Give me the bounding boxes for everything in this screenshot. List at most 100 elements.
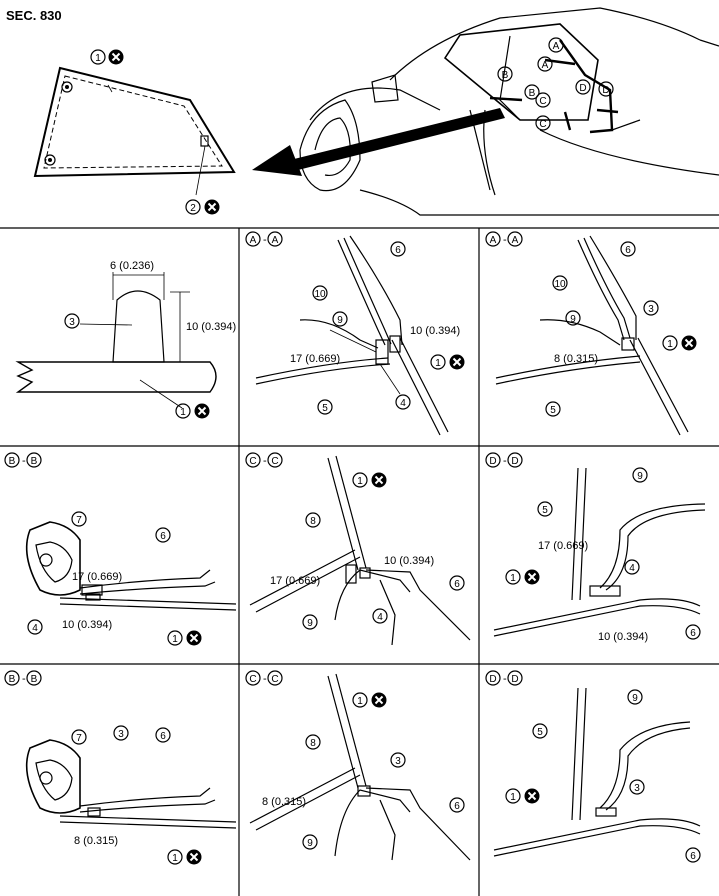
section-title: SEC. 830 — [6, 8, 62, 23]
svg-text:17 (0.669): 17 (0.669) — [538, 540, 588, 552]
svg-text:8 (0.315): 8 (0.315) — [554, 353, 598, 365]
svg-text:5: 5 — [542, 505, 548, 516]
svg-text:A: A — [553, 41, 560, 52]
svg-text:A: A — [512, 235, 519, 246]
svg-text:D: D — [511, 456, 518, 467]
svg-text:5: 5 — [550, 405, 556, 416]
x-circle-icon — [370, 471, 388, 489]
svg-text:B: B — [9, 674, 16, 685]
svg-text:9: 9 — [307, 618, 313, 629]
x-circle-icon — [523, 787, 541, 805]
svg-text:C: C — [271, 674, 278, 685]
car-illustration — [252, 7, 719, 216]
svg-text:10: 10 — [314, 289, 326, 300]
svg-text:6: 6 — [160, 731, 166, 742]
x-circle-icon — [107, 48, 125, 66]
svg-text:1: 1 — [510, 792, 516, 803]
svg-text:-: - — [263, 234, 267, 246]
panel-bb-1: B - B 17 (0.669) 10 (0.394) 7 6 4 1 — [4, 452, 237, 647]
svg-text:C: C — [539, 96, 546, 107]
svg-text:4: 4 — [629, 563, 635, 574]
svg-text:1: 1 — [180, 407, 186, 418]
svg-text:3: 3 — [648, 304, 654, 315]
panel-cc-1: C - C 10 (0.394) 17 (0.669) 1 8 6 4 9 — [245, 452, 471, 646]
svg-text:C: C — [249, 674, 256, 685]
svg-text:1: 1 — [435, 358, 441, 369]
svg-text:D: D — [602, 85, 609, 96]
quarter-glass-view — [33, 66, 236, 196]
svg-text:10: 10 — [554, 279, 566, 290]
svg-text:1: 1 — [667, 339, 673, 350]
svg-text:D: D — [489, 456, 496, 467]
svg-text:9: 9 — [570, 314, 576, 325]
svg-text:1: 1 — [510, 573, 516, 584]
panel-cc-2: C - C 8 (0.315) 1 8 3 6 9 — [245, 670, 471, 861]
x-circle-icon — [523, 568, 541, 586]
svg-text:6: 6 — [625, 245, 631, 256]
svg-text:D: D — [511, 674, 518, 685]
panel-grid — [0, 227, 719, 896]
part-callout-1-top: 1 — [90, 48, 125, 66]
svg-text:4: 4 — [377, 612, 383, 623]
panel-sealer-dims: 6 (0.236) 10 (0.394) 3 1 — [15, 260, 236, 420]
svg-text:17 (0.669): 17 (0.669) — [270, 575, 320, 587]
svg-text:8: 8 — [310, 738, 316, 749]
dim-10: 10 (0.394) — [186, 321, 236, 333]
svg-text:10 (0.394): 10 (0.394) — [384, 555, 434, 567]
svg-text:3: 3 — [634, 783, 640, 794]
svg-text:-: - — [22, 455, 26, 467]
svg-text:D: D — [579, 83, 586, 94]
svg-text:6: 6 — [454, 801, 460, 812]
x-circle-icon — [448, 353, 466, 371]
svg-text:10 (0.394): 10 (0.394) — [410, 325, 460, 337]
svg-text:C: C — [271, 456, 278, 467]
svg-text:6: 6 — [454, 579, 460, 590]
svg-text:B: B — [529, 88, 536, 99]
svg-text:1: 1 — [357, 476, 363, 487]
x-circle-icon — [370, 691, 388, 709]
x-circle-icon — [185, 848, 203, 866]
svg-text:3: 3 — [395, 756, 401, 767]
svg-text:6: 6 — [160, 531, 166, 542]
panel-aa-2: A - A 8 (0.315) 6 10 9 3 5 1 — [485, 231, 698, 436]
svg-text:B: B — [9, 456, 16, 467]
svg-text:5: 5 — [322, 403, 328, 414]
svg-text:10 (0.394): 10 (0.394) — [62, 619, 112, 631]
part-callout-2-top: 2 — [185, 198, 221, 216]
svg-text:A: A — [542, 60, 549, 71]
svg-text:-: - — [22, 673, 26, 685]
svg-text:-: - — [503, 455, 507, 467]
svg-text:7: 7 — [76, 515, 82, 526]
svg-text:2: 2 — [190, 203, 196, 214]
svg-text:A: A — [490, 235, 497, 246]
svg-text:9: 9 — [632, 693, 638, 704]
svg-text:6: 6 — [395, 245, 401, 256]
svg-text:-: - — [503, 673, 507, 685]
x-circle-icon — [203, 198, 221, 216]
svg-text:D: D — [489, 674, 496, 685]
svg-text:6: 6 — [690, 851, 696, 862]
svg-text:4: 4 — [400, 398, 406, 409]
svg-text:1: 1 — [172, 853, 178, 864]
dim-6: 6 (0.236) — [110, 260, 154, 272]
svg-text:B: B — [502, 70, 509, 81]
svg-text:A: A — [272, 235, 279, 246]
svg-text:3: 3 — [69, 317, 75, 328]
svg-text:-: - — [503, 234, 507, 246]
svg-text:6: 6 — [690, 628, 696, 639]
svg-text:3: 3 — [118, 729, 124, 740]
svg-text:7: 7 — [76, 733, 82, 744]
panel-bb-2: B - B 8 (0.315) 7 3 6 1 — [4, 670, 237, 866]
svg-text:-: - — [263, 673, 267, 685]
svg-text:17 (0.669): 17 (0.669) — [290, 353, 340, 365]
svg-text:9: 9 — [637, 471, 643, 482]
svg-text:1: 1 — [172, 634, 178, 645]
svg-text:C: C — [539, 119, 546, 130]
x-circle-icon — [193, 402, 211, 420]
svg-text:A: A — [250, 235, 257, 246]
svg-text:C: C — [249, 456, 256, 467]
car-section-labels: A A B B C C D D — [497, 37, 614, 131]
svg-text:10 (0.394): 10 (0.394) — [598, 631, 648, 643]
svg-text:1: 1 — [357, 696, 363, 707]
